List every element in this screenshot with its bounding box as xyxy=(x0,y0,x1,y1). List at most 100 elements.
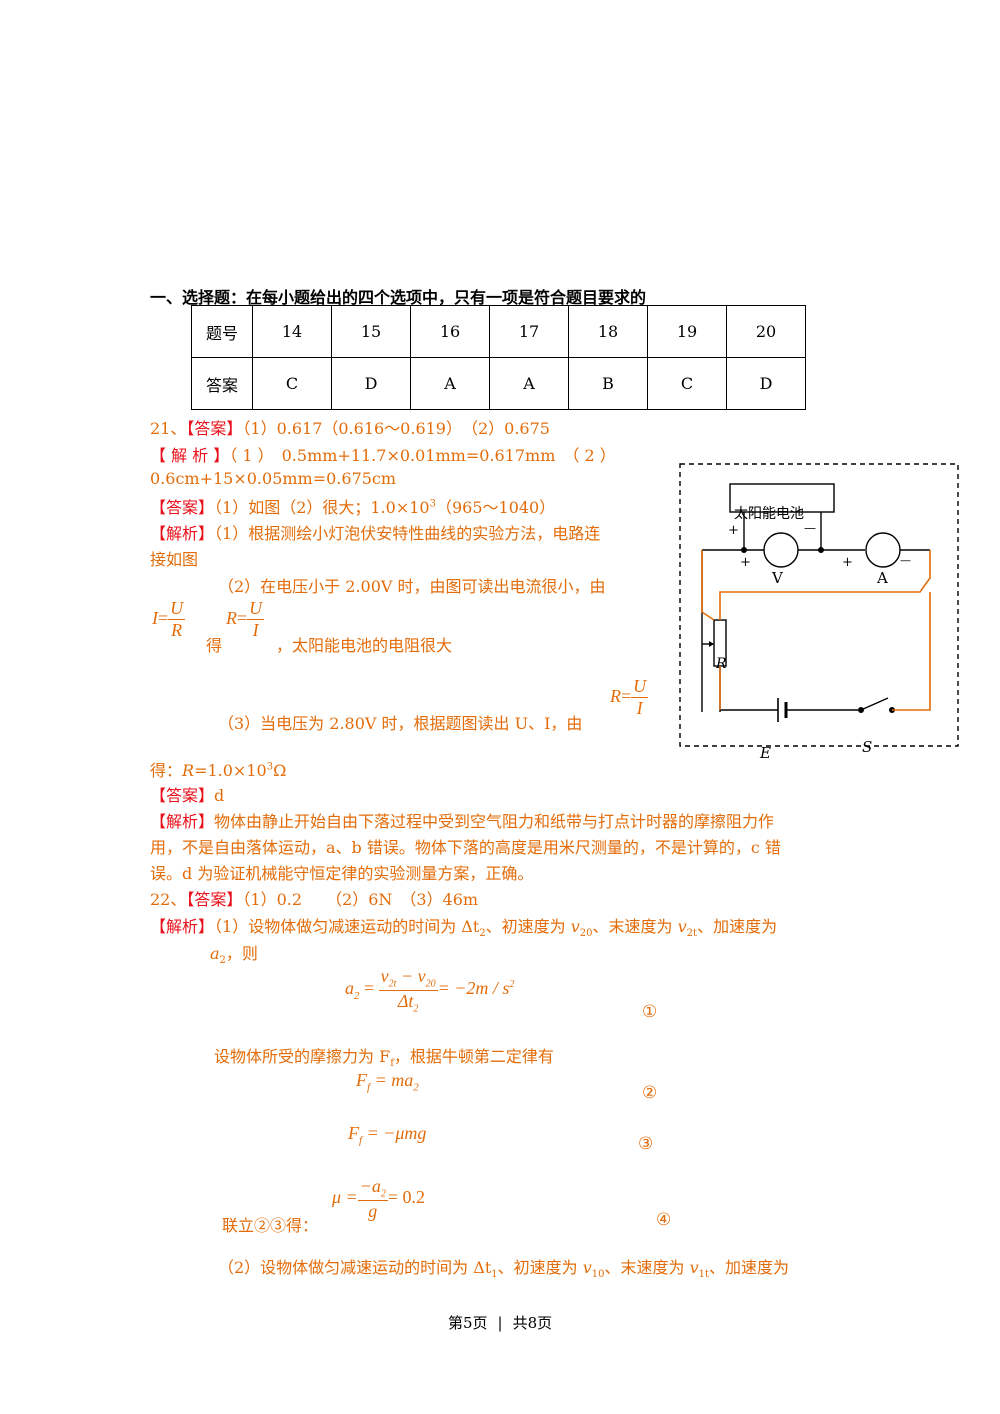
eq-symbol: F xyxy=(348,1123,359,1143)
text-segment: 、末速度为 xyxy=(604,1258,690,1277)
q21-part2-tail: ，太阳能电池的电阻很大 xyxy=(276,636,453,655)
equation-3: Ff = −μmg xyxy=(348,1123,426,1147)
text-segment: 、初速度为 xyxy=(485,917,571,936)
formula-symbol: = xyxy=(158,608,169,628)
text-segment: ，根据牛顿第二定律有 xyxy=(393,1047,554,1066)
table-cell: 16 xyxy=(410,305,490,358)
eq-rhs: = −μmg xyxy=(362,1123,427,1143)
table-row: 题号 14 15 16 17 18 19 20 xyxy=(191,305,806,358)
solar-battery-label: 太阳能电池 xyxy=(734,506,804,522)
subscript: 2 xyxy=(219,955,226,967)
q21-analysis3-line2: 用，不是自由落体运动，a、b 错误。物体下落的高度是用米尺测量的，不是计算的，c… xyxy=(150,838,781,857)
q21-analysis3-line1: 【解析】物体由静止开始自由下落过程中受到空气阻力和纸带与打点计时器的摩擦阻力作 xyxy=(150,808,774,832)
text-segment: 、末速度为 xyxy=(592,917,678,936)
junction-dot xyxy=(741,547,747,553)
symbol: v xyxy=(570,917,580,936)
subscript: 2t xyxy=(686,928,698,940)
switch-lever xyxy=(860,697,889,711)
q22-analysis-line1: 【解析】（1）设物体做匀减速运动的时间为 Δt2、初速度为 v20、末速度为 v… xyxy=(150,913,777,939)
superscript: 3 xyxy=(429,498,436,510)
numerator: U xyxy=(247,598,265,620)
result-label: 得： xyxy=(150,761,183,780)
text-segment: 设物体所受的摩擦力为 F xyxy=(214,1047,391,1066)
answer-text: d xyxy=(214,786,225,805)
eq-symbol: μ = xyxy=(332,1186,358,1207)
switch-label: S xyxy=(862,738,872,756)
text-segment: （1）设物体做匀减速运动的时间为 Δt xyxy=(214,917,480,936)
subscript: 2 xyxy=(413,1081,419,1094)
analysis-tag: 【解析】 xyxy=(150,524,215,543)
table-row: 答案 C D A A B C D xyxy=(191,357,806,410)
eq-symbol: v xyxy=(380,966,389,986)
denominator: I xyxy=(252,620,259,640)
solar-battery-box xyxy=(729,483,835,513)
page-total: 共8页 xyxy=(512,1314,553,1332)
numerator: −a2 xyxy=(357,1176,388,1201)
q22-lianli-text: 联立②③得： xyxy=(222,1216,319,1235)
subscript: 2t xyxy=(388,978,397,990)
eq-symbol: −a xyxy=(359,1176,381,1196)
table-cell: C xyxy=(647,357,727,410)
analysis-text: 物体由静止开始自由下落过程中受到空气阻力和纸带与打点计时器的摩擦阻力作 xyxy=(214,812,775,831)
analysis-tag: 【解析】 xyxy=(150,812,215,831)
subscript: 2 xyxy=(380,1188,386,1200)
subscript: 10 xyxy=(591,1269,605,1281)
subscript: f xyxy=(390,1058,394,1070)
symbol: v xyxy=(582,1258,592,1277)
q21-analysis-line2: 0.6cm+15×0.05mm=0.675cm xyxy=(150,469,397,488)
analysis-tag: 【 解 析 】 xyxy=(150,446,230,465)
dashed-frame xyxy=(679,463,959,747)
analysis-text: （1）根据测绘小灯泡伏安特性曲线的实验方法，电路连 xyxy=(214,524,601,543)
text-segment: 、初速度为 xyxy=(497,1258,583,1277)
symbol: a xyxy=(210,944,220,963)
row-label-number: 题号 xyxy=(191,305,253,358)
junction-dot xyxy=(818,547,824,553)
analysis-text: （ 1 ） 0.5mm+11.7×0.01mm=0.617mm （ 2 ） xyxy=(229,446,616,465)
table-cell: A xyxy=(410,357,490,410)
q22-friction-text: 设物体所受的摩擦力为 Ff，根据牛顿第二定律有 xyxy=(214,1043,554,1069)
table-cell: A xyxy=(489,357,569,410)
symbol: v xyxy=(689,1258,699,1277)
answer-text: （1）如图（2）很大；1.0×10 xyxy=(214,498,430,517)
added-wire xyxy=(892,592,931,711)
text-segment: ，则 xyxy=(225,944,258,963)
subscript: f xyxy=(367,1081,371,1094)
eq-symbol: F xyxy=(356,1070,367,1090)
text-segment: 、加速度为 xyxy=(697,917,778,936)
answer-table: 题号 14 15 16 17 18 19 20 答案 C D A A B C D xyxy=(191,305,806,410)
denominator: I xyxy=(636,698,643,718)
eq-symbol: Δt xyxy=(397,990,414,1011)
table-cell: C xyxy=(252,357,332,410)
eq-rhs: = −2m / s xyxy=(437,978,510,999)
superscript: 2 xyxy=(509,979,515,991)
subscript: 1 xyxy=(491,1269,498,1281)
symbol: v xyxy=(677,917,687,936)
marker-4: ④ xyxy=(656,1210,672,1230)
marker-1: ① xyxy=(642,1002,658,1022)
subscript: 2 xyxy=(354,989,360,1002)
subscript: 20 xyxy=(425,978,436,990)
q21-result: 得：R=1.0×103Ω xyxy=(150,757,286,781)
answer-tag: 【答案】 xyxy=(150,498,215,517)
marker-3: ③ xyxy=(638,1134,654,1154)
slider-arrow xyxy=(709,641,714,647)
added-wire xyxy=(701,550,715,621)
formula-symbol: R xyxy=(610,686,621,706)
ammeter-label: A xyxy=(876,569,888,587)
voltmeter-plus: + xyxy=(740,555,751,570)
text-segment: 、加速度为 xyxy=(709,1258,790,1277)
subscript: f xyxy=(359,1134,363,1147)
formula-symbol: = xyxy=(621,686,632,706)
eq-rhs: = ma xyxy=(370,1070,414,1090)
numerator: v2t − v20 xyxy=(378,966,438,991)
